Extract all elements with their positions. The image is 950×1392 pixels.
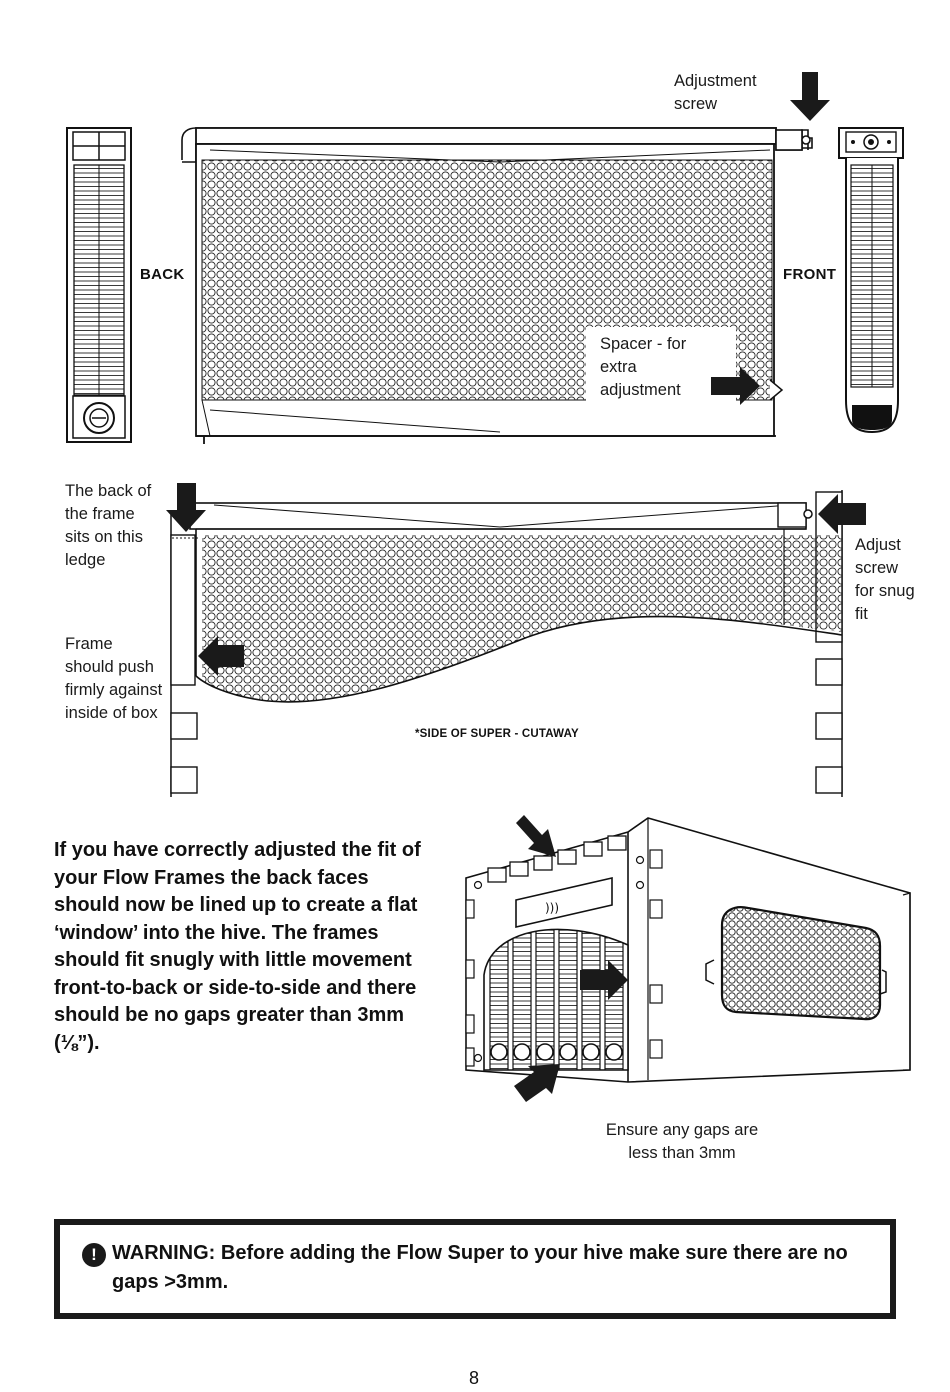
frame-front-end-view <box>839 128 903 432</box>
adjustment-screw-label: Adjustment screw <box>674 70 784 116</box>
assembled-super-view: ))) <box>466 818 910 1082</box>
frame-push-label: Frame should push firmly against inside … <box>65 633 165 725</box>
super-top-arrow <box>516 815 556 857</box>
adjustment-screw-arrow <box>790 72 830 121</box>
frame-side-view <box>182 128 812 444</box>
warning-text: WARNING: Before adding the Flow Super to… <box>112 1239 852 1297</box>
back-label: BACK <box>140 266 185 283</box>
gaps-caption: Ensure any gaps are less than 3mm <box>590 1119 774 1165</box>
super-cutaway-view <box>171 490 842 797</box>
warning-box: ! WARNING: Before adding the Flow Super … <box>54 1219 896 1319</box>
frame-back-end-view <box>67 128 131 442</box>
spacer-label: Spacer - for extra adjustment <box>600 333 712 402</box>
ledge-label: The back of the frame sits on this ledge <box>65 480 160 572</box>
front-label: FRONT <box>783 266 836 283</box>
page-number: 8 <box>469 1368 479 1389</box>
adjust-screw-label: Adjust screw for snug fit <box>855 534 917 626</box>
cutaway-label: *SIDE OF SUPER - CUTAWAY <box>415 728 579 740</box>
instructions-paragraph: If you have correctly adjusted the fit o… <box>54 837 426 1057</box>
svg-text:))): ))) <box>545 901 559 915</box>
warning-icon: ! <box>82 1243 106 1267</box>
